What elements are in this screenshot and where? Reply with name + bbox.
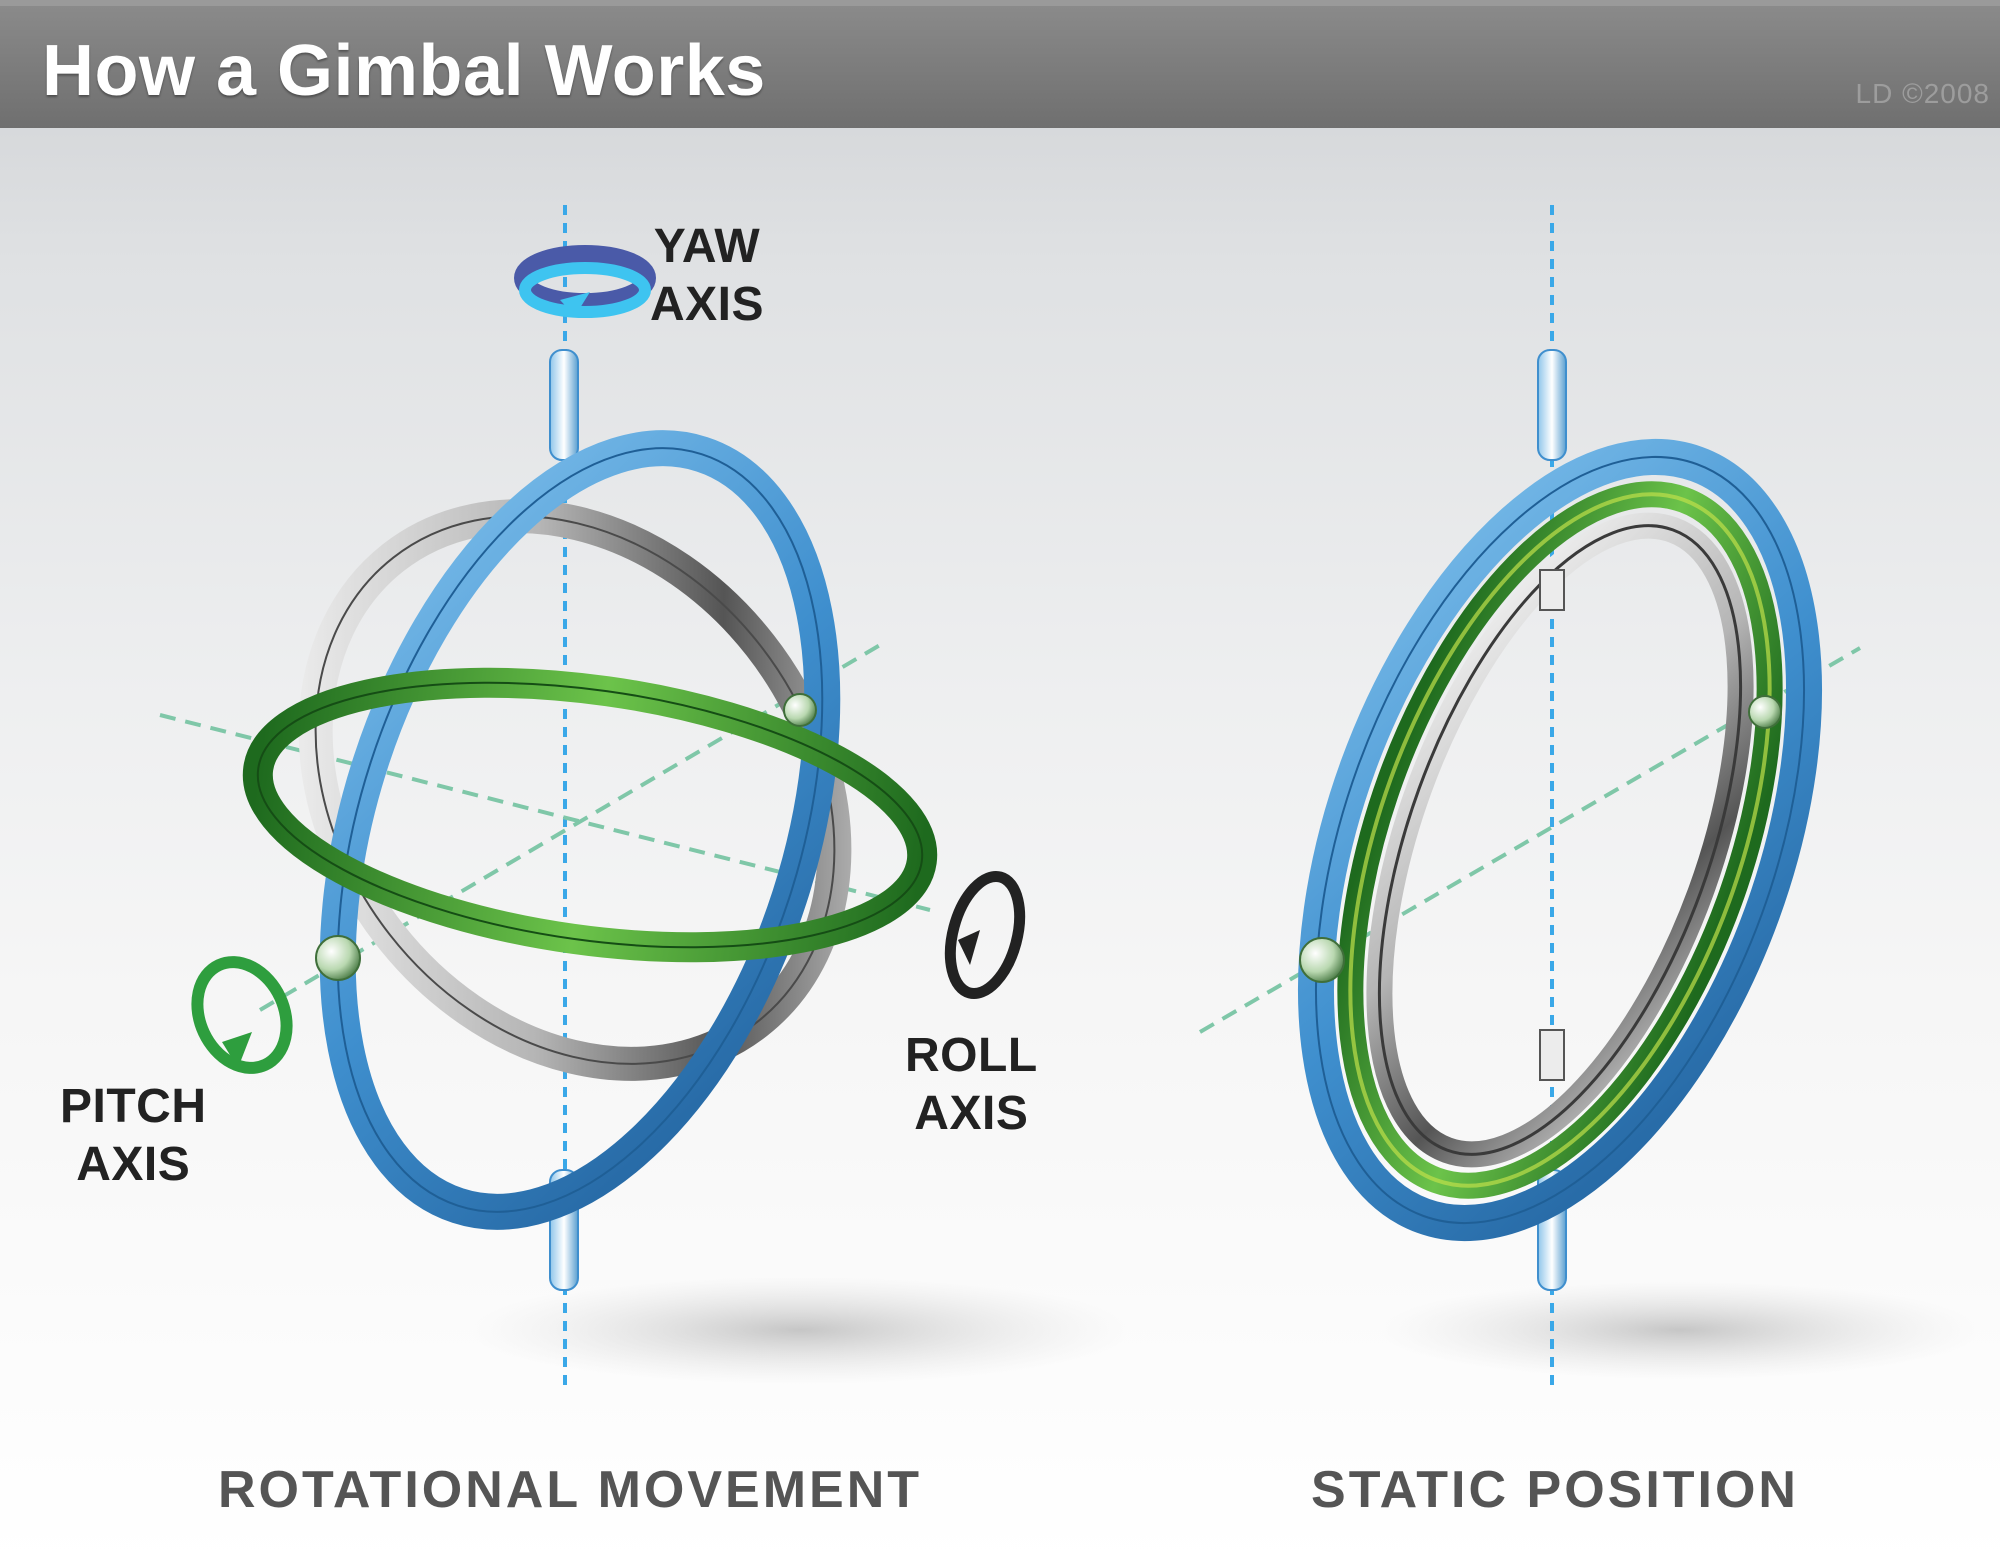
page-title: How a Gimbal Works	[42, 31, 766, 111]
pitch-arrow-icon	[191, 956, 293, 1074]
rotational-gimbal	[159, 205, 1130, 1390]
roll-axis-label: ROLL AXIS	[905, 1029, 1038, 1140]
top-post	[1537, 349, 1567, 461]
static-gimbal	[1198, 205, 1980, 1390]
caption-rotational-movement: ROTATIONAL MOVEMENT	[217, 1461, 923, 1519]
caption-static-position: STATIC POSITION	[1311, 1461, 1799, 1519]
yaw-axis-label: YAW AXIS	[650, 220, 765, 331]
roll-arrow-icon	[944, 870, 1026, 1000]
gimbal-shadow	[470, 1275, 1130, 1385]
pitch-pivot	[315, 935, 361, 981]
credit-text: LD ©2008	[1855, 78, 1990, 109]
yaw-arrow-icon	[514, 245, 656, 318]
inner-tab-top	[1539, 569, 1565, 611]
top-post	[549, 349, 579, 461]
header-bar: How a Gimbal Works LD ©2008	[0, 0, 2000, 128]
inner-tab-bottom	[1539, 1029, 1565, 1081]
pitch-pivot	[1299, 937, 1345, 983]
roll-pivot	[1748, 695, 1782, 729]
gimbal-shadow	[1380, 1280, 1980, 1380]
pitch-axis-label: PITCH AXIS	[60, 1080, 207, 1191]
roll-pivot	[783, 693, 817, 727]
roll-axis-line	[258, 643, 882, 1012]
